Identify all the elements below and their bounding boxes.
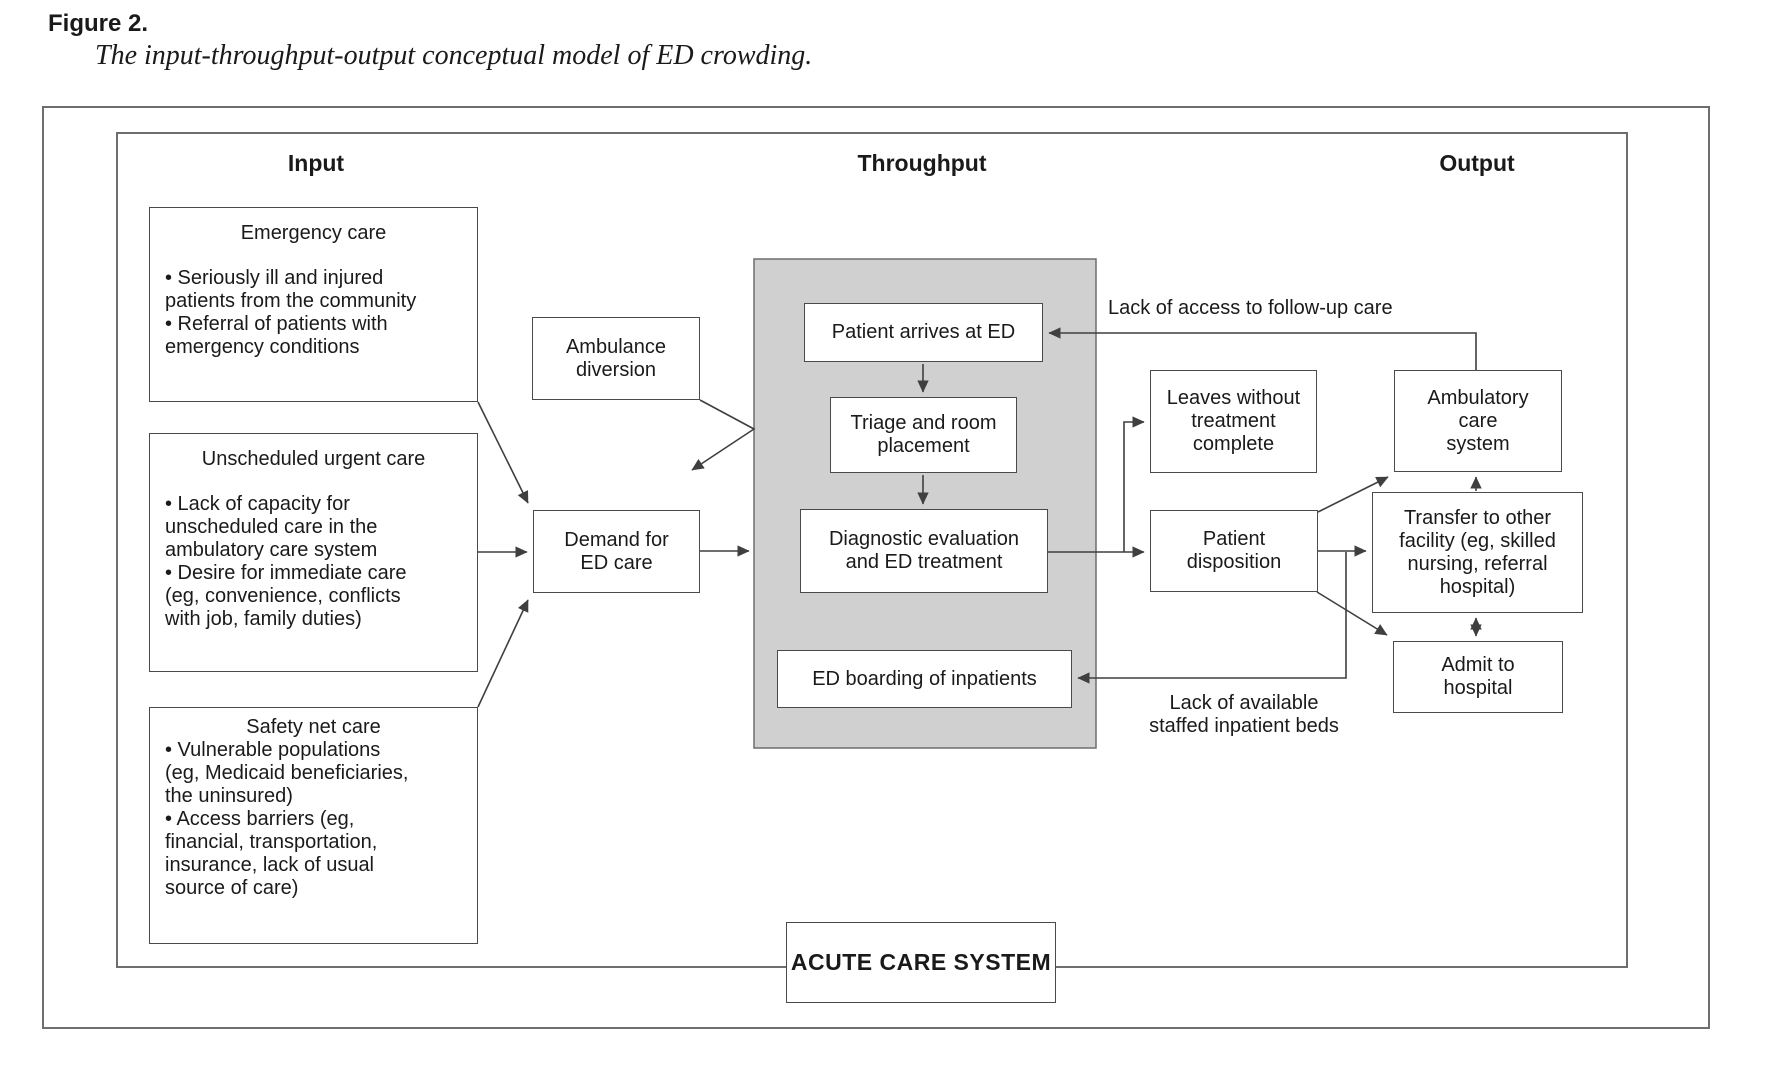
arrow-disposition-to-admit [1316,591,1388,636]
emergency-care-title: Emergency care [240,222,387,244]
unscheduled-urgent-care-title: Unscheduled urgent care [201,448,426,470]
arrow-beds-feedback-to-boarding [1077,552,1347,684]
figure-caption: The input-throughput-output conceptual m… [95,40,813,71]
label-lack-of-followup-care: Lack of access to follow-up care [1108,297,1393,319]
column-header-input: Input [287,150,345,176]
box-safety-net-care: Safety net care • Vulnerable populations… [149,707,478,944]
safety-net-care-bullets: • Vulnerable populations(eg, Medicaid be… [165,739,409,899]
figure-number: Figure 2. [48,10,149,37]
arrow-safetynet-to-demand [477,599,529,708]
box-patient-arrives-at-ed: Patient arrives at ED [804,303,1043,362]
arrow-emergency-to-demand [477,401,529,504]
arrow-disposition-to-ambulatory [1317,476,1389,513]
arrow-followup-feedback-to-arrives [1048,327,1477,370]
column-header-throughput: Throughput [857,150,987,176]
arrow-ambulance-diversion-bounce [691,399,756,471]
safety-net-care-title: Safety net care [246,716,381,738]
outer-frame [42,106,1710,1029]
box-ed-boarding: ED boarding of inpatients [777,650,1072,708]
box-acute-care-system: ACUTE CARE SYSTEM [786,922,1056,1003]
box-emergency-care: Emergency care • Seriously ill and injur… [149,207,478,402]
column-header-output: Output [1439,150,1515,176]
arrow-branch-to-leaves [1123,416,1145,552]
box-unscheduled-urgent-care: Unscheduled urgent care • Lack of capaci… [149,433,478,672]
